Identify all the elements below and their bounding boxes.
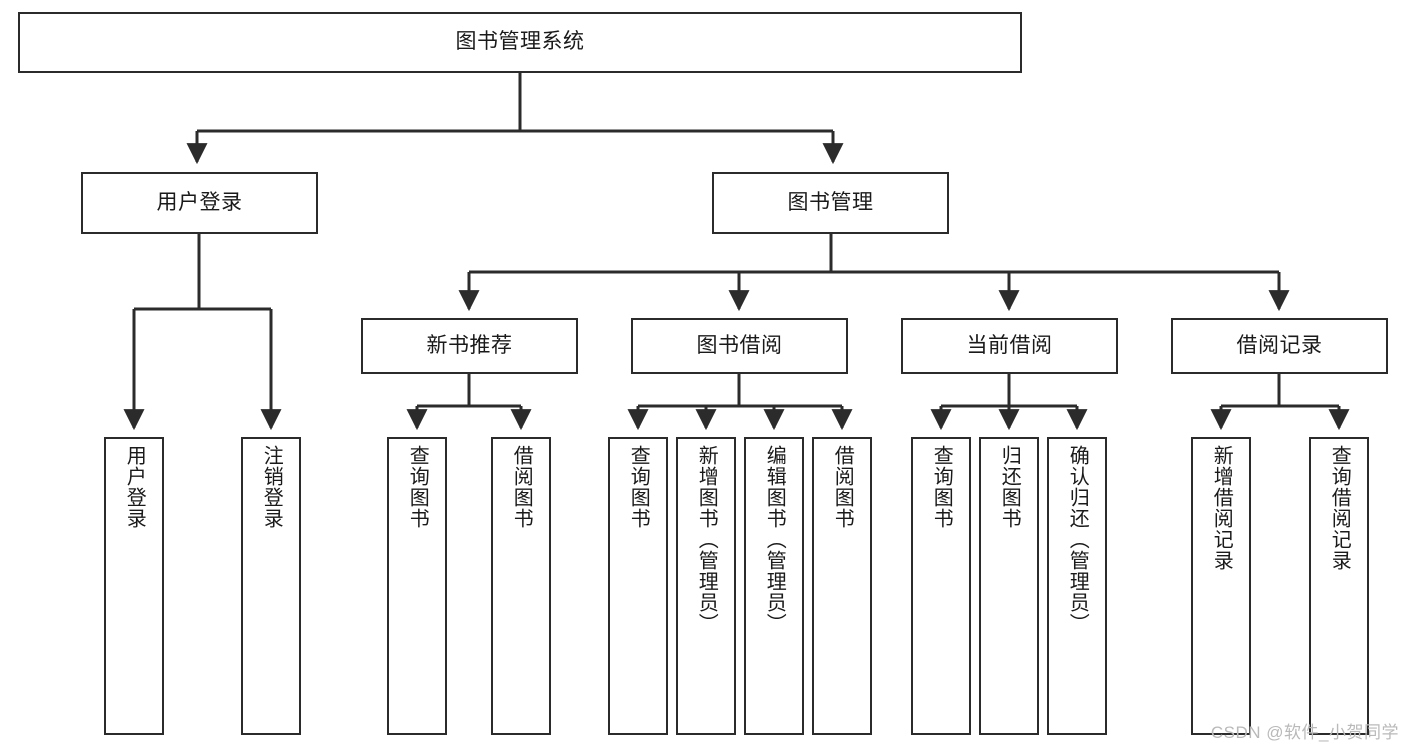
node-user-login[interactable]: 用户登录 — [81, 172, 318, 234]
node-root-book-management-system[interactable]: 图书管理系统 — [18, 12, 1022, 73]
edges-record-to-leaves — [1210, 374, 1350, 431]
node-label: 注销登录 — [260, 445, 283, 529]
leaf-record-query-borrow-record[interactable]: 查询借阅记录 — [1309, 437, 1369, 735]
node-label: 借阅图书 — [831, 445, 854, 529]
leaf-user-login[interactable]: 用户登录 — [104, 437, 164, 735]
node-borrow-record[interactable]: 借阅记录 — [1171, 318, 1388, 374]
edges-current-to-leaves — [930, 374, 1088, 431]
edges-root-to-level2 — [186, 73, 844, 165]
leaf-borrow-borrow-book[interactable]: 借阅图书 — [812, 437, 872, 735]
node-label: 借阅记录 — [1236, 333, 1323, 357]
node-label: 查询图书 — [406, 445, 429, 529]
leaf-current-confirm-return-admin[interactable]: 确认归还（管理员） — [1047, 437, 1107, 735]
node-label: 图书管理系统 — [455, 30, 585, 54]
node-label: 用户登录 — [156, 190, 243, 214]
edges-recommend-to-leaves — [406, 374, 532, 431]
leaf-borrow-add-book-admin[interactable]: 新增图书（管理员） — [676, 437, 736, 735]
leaf-borrow-query-book[interactable]: 查询图书 — [608, 437, 668, 735]
leaf-borrow-edit-book-admin[interactable]: 编辑图书（管理员） — [744, 437, 804, 735]
node-label: 查询借阅记录 — [1328, 445, 1351, 571]
leaf-logout-login[interactable]: 注销登录 — [241, 437, 301, 735]
leaf-record-add-borrow-record[interactable]: 新增借阅记录 — [1191, 437, 1251, 735]
node-label: 新增图书（管理员） — [695, 445, 718, 634]
node-label: 新增借阅记录 — [1210, 445, 1233, 571]
node-label: 借阅图书 — [510, 445, 533, 529]
node-label: 确认归还（管理员） — [1066, 445, 1089, 634]
node-label: 用户登录 — [123, 445, 146, 529]
node-book-management[interactable]: 图书管理 — [712, 172, 949, 234]
leaf-recommend-borrow-book[interactable]: 借阅图书 — [491, 437, 551, 735]
node-label: 编辑图书（管理员） — [763, 445, 786, 634]
edges-bookmgmt-to-level3 — [458, 234, 1290, 312]
node-new-book-recommend[interactable]: 新书推荐 — [361, 318, 578, 374]
node-label: 查询图书 — [930, 445, 953, 529]
leaf-current-return-book[interactable]: 归还图书 — [979, 437, 1039, 735]
node-label: 图书借阅 — [696, 333, 783, 357]
node-label: 图书管理 — [787, 190, 874, 214]
leaf-recommend-query-book[interactable]: 查询图书 — [387, 437, 447, 735]
node-label: 归还图书 — [998, 445, 1021, 529]
node-book-borrow[interactable]: 图书借阅 — [631, 318, 848, 374]
edges-userlogin-to-leaves — [123, 234, 282, 431]
node-label: 新书推荐 — [426, 333, 513, 357]
node-label: 当前借阅 — [966, 333, 1053, 357]
leaf-current-query-book[interactable]: 查询图书 — [911, 437, 971, 735]
node-current-borrow[interactable]: 当前借阅 — [901, 318, 1118, 374]
edges-borrow-to-leaves — [627, 374, 853, 431]
node-label: 查询图书 — [627, 445, 650, 529]
